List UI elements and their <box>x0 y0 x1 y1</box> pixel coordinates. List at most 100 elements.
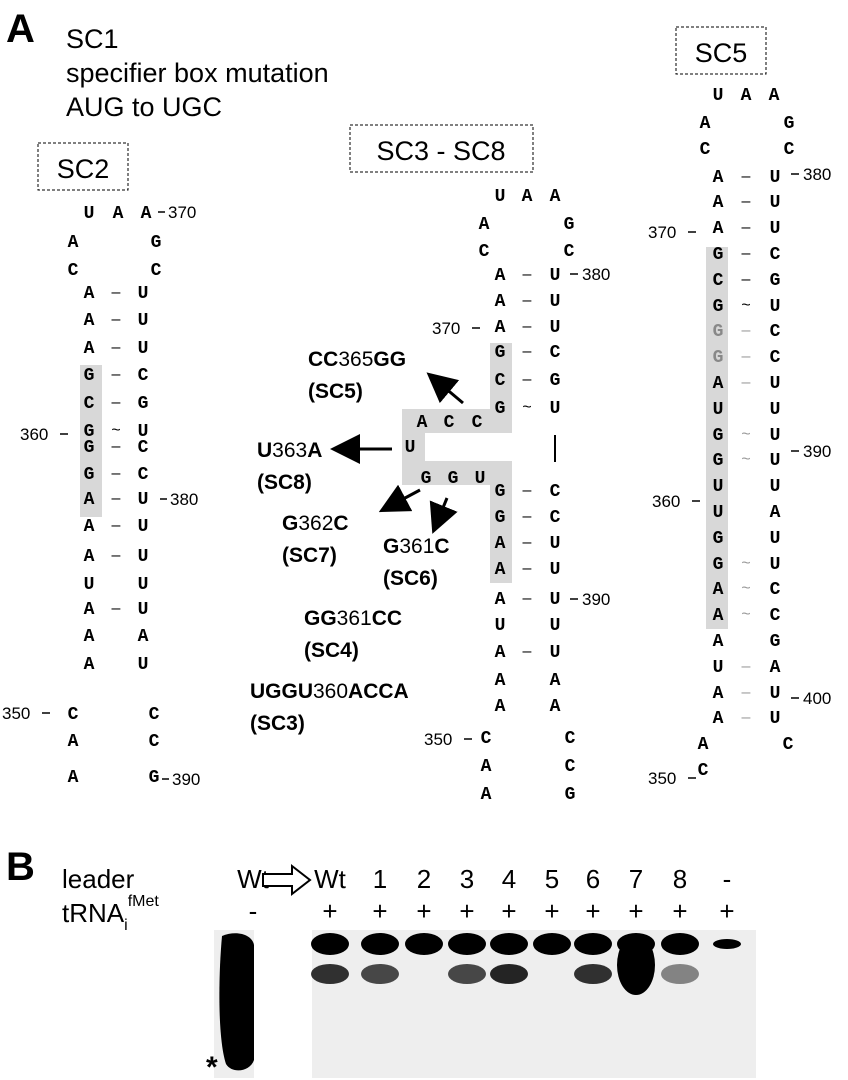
sc3-bond: – <box>523 318 532 335</box>
sc5-nt-right: U <box>770 426 781 446</box>
sc5-number-360: 360 <box>652 492 680 511</box>
sc3-nt-left: A <box>495 318 506 338</box>
sc5-bond: ~ <box>741 580 750 597</box>
sc5-nt-left: G <box>713 322 724 342</box>
sc2-number-390: 390 <box>172 770 200 789</box>
sc2-nt-right: U <box>138 284 149 304</box>
sc3-bond: – <box>523 266 532 283</box>
well-band <box>533 933 571 955</box>
sc3-nt-left: G <box>495 399 506 419</box>
sc5-nt-right: U <box>770 374 781 394</box>
panel-a-label: A <box>6 7 35 51</box>
well-band <box>405 933 443 955</box>
sc3-bond: – <box>523 560 532 577</box>
sc5-nt-right: C <box>783 735 794 755</box>
sc2-nt-left: A <box>68 732 79 752</box>
title-line-2: specifier box mutation <box>66 58 329 88</box>
sc3-bond: – <box>523 508 532 525</box>
sc5-nt-left: A <box>713 632 724 652</box>
sc5-nt-right: A <box>770 658 781 678</box>
lane-trna-label: + <box>585 896 600 926</box>
sc5-number-400: 400 <box>803 689 831 708</box>
sc5-nt-right: U <box>770 477 781 497</box>
sc3-nt-right: U <box>550 590 561 610</box>
sc2-nt-right: C <box>149 732 160 752</box>
sc3-nt-right: C <box>550 343 561 363</box>
sc5-nt-left: C <box>700 140 711 160</box>
sc5-nt-left: U <box>713 503 724 523</box>
sc2-bond: ~ <box>111 422 120 439</box>
mutation-sc5-name: (SC5) <box>308 380 363 403</box>
sc5-nt-left: A <box>713 580 724 600</box>
sc5-nt-left: A <box>700 114 711 134</box>
sc5-box <box>675 26 767 75</box>
lane-leader-label: - <box>723 864 732 894</box>
sc5-nt-left: U <box>713 477 724 497</box>
lane-trna-label: + <box>416 896 431 926</box>
sc3-loop-nt: A <box>550 187 561 207</box>
lane-leader-label: 4 <box>502 864 516 894</box>
sc2-bond: – <box>112 284 121 301</box>
sc5-box-label: SC5 <box>695 38 748 68</box>
sc5-nt-right: U <box>770 193 781 213</box>
lane-leader-label: 7 <box>629 864 643 894</box>
lane-leader-label: 5 <box>545 864 559 894</box>
lane-trna-label: + <box>628 896 643 926</box>
sc3-highlight-bulge <box>402 409 512 583</box>
sc5-nt-left: G <box>713 451 724 471</box>
sc3-nt-right: C <box>550 482 561 502</box>
sc2-nt-left: A <box>84 284 95 304</box>
mutation-sc6: G361C <box>383 535 450 558</box>
sc5-nt-left: A <box>698 735 709 755</box>
sc5-loop-nt: U <box>713 86 724 106</box>
sc5-nt-left: G <box>713 245 724 265</box>
sc2-highlight <box>80 365 102 517</box>
row-label-trna: tRNAifMet <box>62 893 159 934</box>
lane-trna-label: + <box>372 896 387 926</box>
sc5-bond: ~ <box>741 297 750 314</box>
sc3-nt-left: A <box>481 757 492 777</box>
sc3-nt-right: U <box>550 534 561 554</box>
shifted-complex-band <box>661 964 699 984</box>
well-band <box>361 933 399 955</box>
sc3-bulge-nt: A <box>417 413 428 433</box>
sc5-nt-right: G <box>770 632 781 652</box>
sc2-nt-left: A <box>84 655 95 675</box>
sc5-number-380: 380 <box>803 165 831 184</box>
sc2-number-370: 370 <box>168 203 196 222</box>
lane-trna-label: + <box>501 896 516 926</box>
sc5-bond: ~ <box>741 426 750 443</box>
sc2-nt-right: U <box>138 517 149 537</box>
sc3-nt-left: A <box>495 643 506 663</box>
free-probe-asterisk: * <box>206 1051 218 1080</box>
sc2-number-360: 360 <box>20 425 48 444</box>
lane-trna-label: + <box>672 896 687 926</box>
sc2-bond: – <box>112 438 121 455</box>
sc3-bond: – <box>523 343 532 360</box>
sc5-nt-left: A <box>713 219 724 239</box>
sc3-bond: – <box>523 534 532 551</box>
lane-leader-label: 1 <box>373 864 387 894</box>
sc3-number-390: 390 <box>582 590 610 609</box>
sc5-bond: – <box>742 658 751 675</box>
sc5-nt-left: G <box>713 529 724 549</box>
sc5-nt-right: C <box>770 322 781 342</box>
sc2-nt-left: C <box>68 261 79 281</box>
sc3-number-380: 380 <box>582 265 610 284</box>
sc2-nt-right: C <box>138 465 149 485</box>
sc2-nt-right: U <box>138 600 149 620</box>
mutation-sc7-name: (SC7) <box>282 544 337 567</box>
sc2-loop-nt: U <box>84 204 95 224</box>
row-label-leader: leader <box>62 864 135 894</box>
sc3-nt-right: A <box>550 671 561 691</box>
sc2-loop-nt: A <box>141 204 152 224</box>
sc5-nt-left: U <box>713 400 724 420</box>
sc3-nt-left: A <box>495 266 506 286</box>
sc2-nt-left: A <box>84 627 95 647</box>
sc5-nt-right: U <box>770 400 781 420</box>
sc2-bond: – <box>112 465 121 482</box>
sc2-loop-nt: A <box>113 204 124 224</box>
sc5-bond: – <box>742 168 751 185</box>
